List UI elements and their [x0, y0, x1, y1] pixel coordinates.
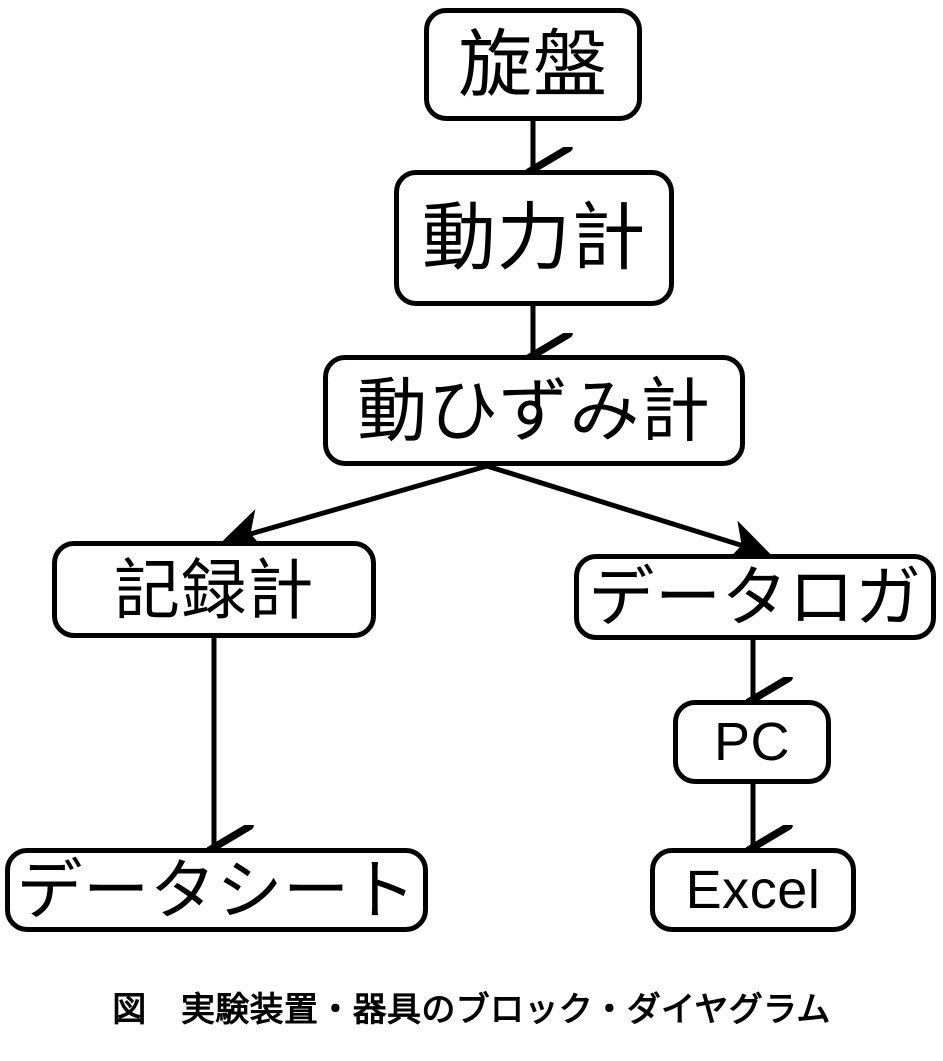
node-strain-meter-label: 動ひずみ計 [357, 371, 711, 450]
node-recorder-label: 記録計 [114, 552, 314, 627]
node-data-logger[interactable]: データロガ [574, 554, 936, 640]
node-data-sheet[interactable]: データシート [5, 848, 428, 932]
node-lathe-label: 旋盤 [458, 22, 608, 106]
node-dynamometer-label: 動力計 [421, 196, 647, 279]
node-recorder[interactable]: 記録計 [52, 541, 376, 638]
node-data-sheet-label: データシート [16, 853, 417, 927]
node-excel[interactable]: Excel [650, 848, 856, 932]
figure-caption: 図 実験装置・器具のブロック・ダイヤグラム [112, 991, 831, 1029]
node-pc[interactable]: PC [673, 700, 831, 784]
node-excel-label: Excel [685, 860, 821, 920]
node-data-logger-label: データロガ [588, 560, 922, 634]
edge-strainmeter-to-recorder [221, 463, 488, 553]
node-lathe[interactable]: 旋盤 [424, 8, 642, 121]
node-strain-meter[interactable]: 動ひずみ計 [323, 355, 745, 466]
edge-strainmeter-to-datalogger [486, 463, 771, 564]
node-pc-label: PC [713, 712, 791, 772]
node-dynamometer[interactable]: 動力計 [394, 170, 674, 306]
